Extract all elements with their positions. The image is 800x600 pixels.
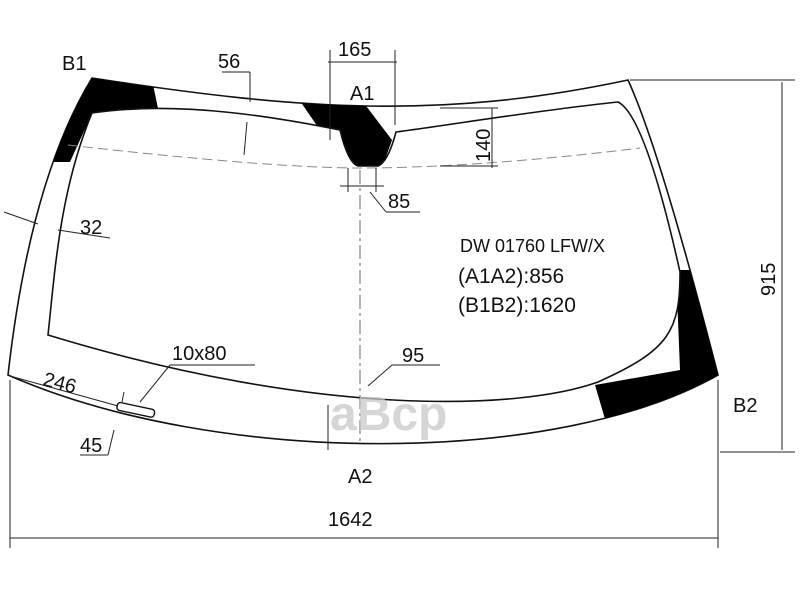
dim-label-45: 45 <box>80 435 102 457</box>
dim-85-lines <box>340 168 420 213</box>
dim-label-56: 56 <box>218 51 240 73</box>
dim-label-32: 32 <box>80 217 102 239</box>
watermark-logo: aBcp <box>330 388 447 441</box>
dim-10x80-lines <box>139 364 255 403</box>
dim-label-1642: 1642 <box>328 509 373 531</box>
point-label-b1: B1 <box>62 53 86 75</box>
dim-label-140: 140 <box>473 129 495 162</box>
dim-56-lines <box>222 71 251 156</box>
point-label-b2: B2 <box>733 395 757 417</box>
dim-246-lines <box>9 375 125 407</box>
a1a2-measure: (A1A2):856 <box>458 265 564 288</box>
dim-label-95: 95 <box>402 345 424 367</box>
dim-915-lines <box>630 79 795 453</box>
dim-45-lines <box>80 429 115 456</box>
dim-1642-lines <box>9 380 719 548</box>
shade-band-line <box>67 144 641 169</box>
point-label-a2: A2 <box>348 466 372 488</box>
dim-label-165: 165 <box>338 39 371 61</box>
dim-label-85: 85 <box>388 191 410 213</box>
dim-165-lines <box>328 50 397 140</box>
dim-label-10x80: 10x80 <box>172 343 227 365</box>
part-code: DW 01760 LFW/X <box>460 236 605 256</box>
dim-label-915: 915 <box>758 263 780 296</box>
dim-32-lines <box>3 211 111 239</box>
dim-95-lines <box>327 364 440 450</box>
black-band-a1 <box>298 98 392 168</box>
b1b2-measure: (B1B2):1620 <box>458 294 576 317</box>
windshield-inner-edge <box>47 101 681 403</box>
point-label-a1: A1 <box>350 83 374 105</box>
dim-140-lines <box>440 107 498 168</box>
